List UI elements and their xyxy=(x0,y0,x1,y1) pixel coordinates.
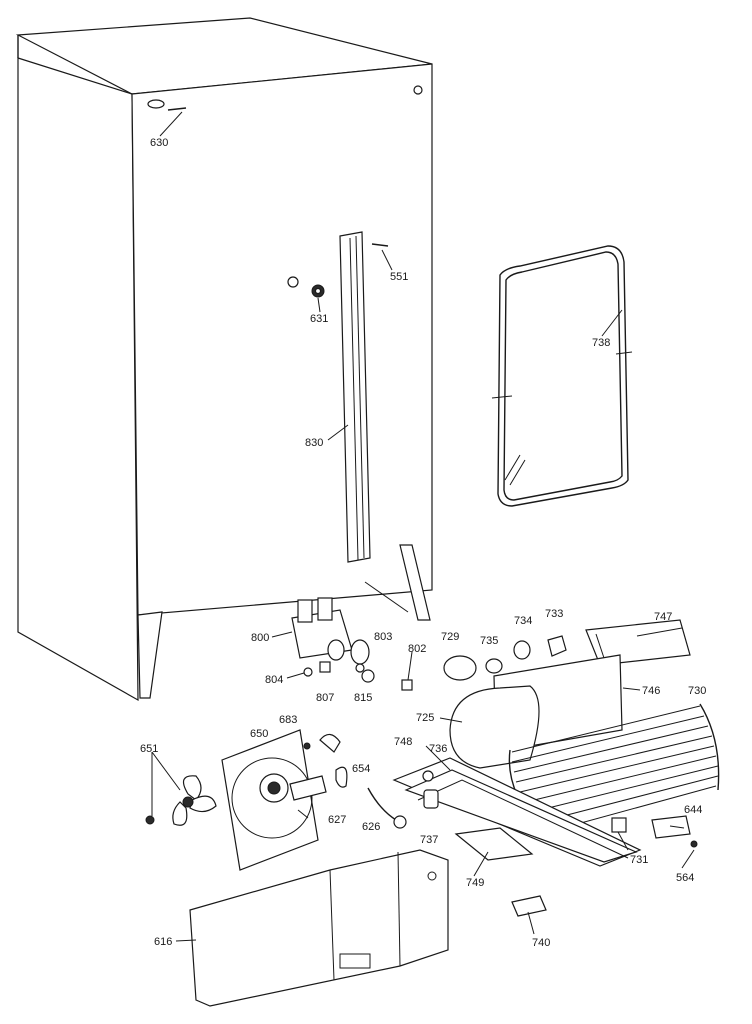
fan-motor-assembly xyxy=(145,729,407,871)
callout-734: 734 xyxy=(514,615,532,627)
callout-815: 815 xyxy=(354,692,372,704)
callout-683: 683 xyxy=(279,714,297,726)
callout-736: 736 xyxy=(429,743,447,755)
callout-830: 830 xyxy=(305,437,323,449)
callout-740: 740 xyxy=(532,937,550,949)
callout-630: 630 xyxy=(150,137,168,149)
callout-738: 738 xyxy=(592,337,610,349)
callout-631: 631 xyxy=(310,313,328,325)
callout-747: 747 xyxy=(654,611,672,623)
water-valve-800 xyxy=(291,597,413,691)
refrigerator-cabinet xyxy=(15,17,433,702)
callout-730: 730 xyxy=(688,685,706,697)
callout-labels: 630 551 631 738 830 800 804 807 803 815 … xyxy=(140,137,706,949)
callout-803: 803 xyxy=(374,631,392,643)
callout-725: 725 xyxy=(416,712,434,724)
callout-644: 644 xyxy=(684,804,702,816)
callout-650: 650 xyxy=(250,728,268,740)
callout-564: 564 xyxy=(676,872,694,884)
leader-lines xyxy=(151,111,695,942)
callout-654: 654 xyxy=(352,763,370,775)
callout-807: 807 xyxy=(316,692,334,704)
callout-551: 551 xyxy=(390,271,408,283)
access-cover-616 xyxy=(189,849,449,1007)
sealed-system xyxy=(392,619,720,917)
callout-627: 627 xyxy=(328,814,346,826)
callout-651: 651 xyxy=(140,743,158,755)
callout-735: 735 xyxy=(480,635,498,647)
callout-729: 729 xyxy=(441,631,459,643)
callout-804: 804 xyxy=(265,674,283,686)
callout-800: 800 xyxy=(251,632,269,644)
callout-748: 748 xyxy=(394,736,412,748)
callout-616: 616 xyxy=(154,936,172,948)
callout-746: 746 xyxy=(642,685,660,697)
callout-737: 737 xyxy=(420,834,438,846)
door-gasket-738 xyxy=(491,245,633,507)
callout-749: 749 xyxy=(466,877,484,889)
callout-802: 802 xyxy=(408,643,426,655)
fan-blade-651 xyxy=(145,775,217,826)
callout-731: 731 xyxy=(630,854,648,866)
callout-733: 733 xyxy=(545,608,563,620)
callout-626: 626 xyxy=(362,821,380,833)
